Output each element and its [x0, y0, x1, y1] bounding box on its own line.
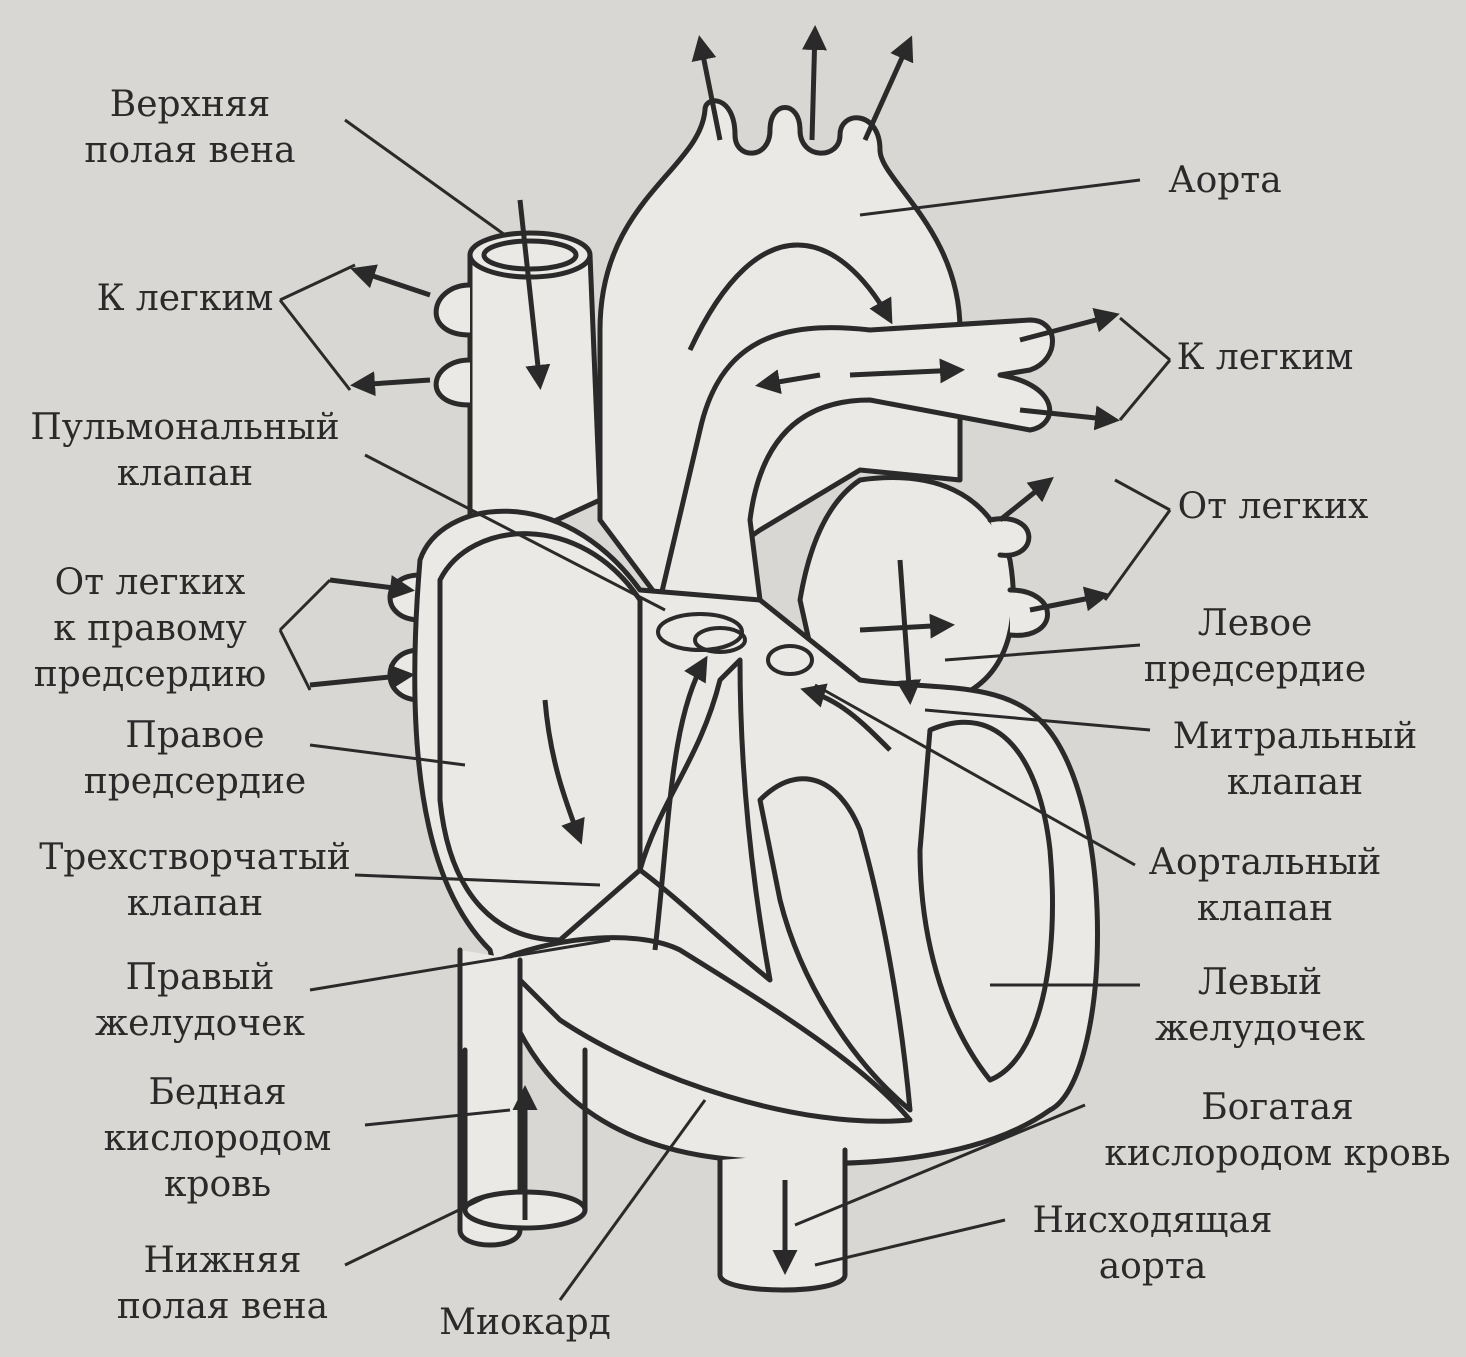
label-aorta: Аорта — [1150, 158, 1300, 204]
label-from-lungs: От легких — [1168, 484, 1378, 530]
label-to-lungs-left: К легким — [90, 276, 280, 322]
label-to-lungs-right: К легким — [1170, 335, 1360, 381]
label-myocardium: Миокард — [430, 1300, 620, 1346]
